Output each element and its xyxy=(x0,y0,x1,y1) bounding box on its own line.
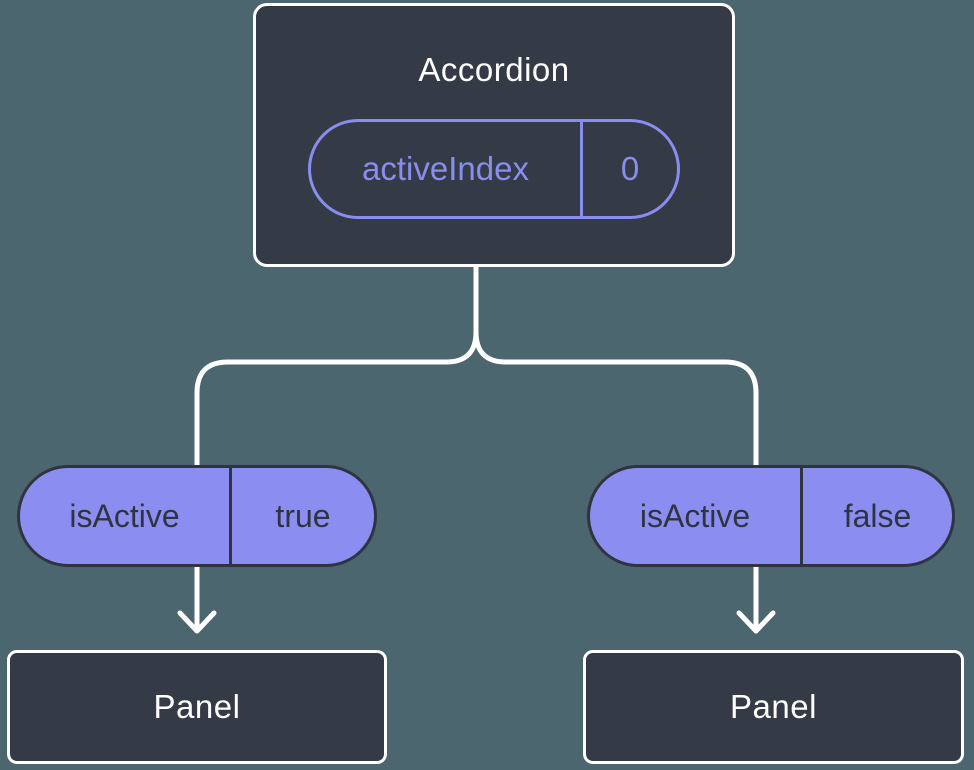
prop-value-label: false xyxy=(843,497,912,534)
state-value-label: 0 xyxy=(620,150,640,187)
panel-node-title: Panel xyxy=(153,688,241,725)
branch-left-line xyxy=(194,329,479,471)
panel-node-title: Panel xyxy=(730,688,817,725)
accordion-node-title: Accordion xyxy=(418,51,570,88)
prop-value-label: true xyxy=(275,497,331,534)
state-name-label: activeIndex xyxy=(311,122,583,216)
is-active-prop-pill-left: isActive true xyxy=(17,465,377,567)
branch-right-line xyxy=(473,329,759,471)
panel-node-left: Panel xyxy=(7,650,387,764)
active-index-state-pill: activeIndex 0 xyxy=(308,119,680,219)
arrow-right-head xyxy=(736,610,776,634)
arrow-left-head xyxy=(177,610,217,634)
accordion-component-node: Accordion activeIndex 0 xyxy=(253,3,735,267)
panel-node-right: Panel xyxy=(583,650,964,764)
prop-name-label: isActive xyxy=(20,468,232,564)
prop-name-label: isActive xyxy=(590,468,803,564)
is-active-prop-pill-right: isActive false xyxy=(587,465,955,567)
